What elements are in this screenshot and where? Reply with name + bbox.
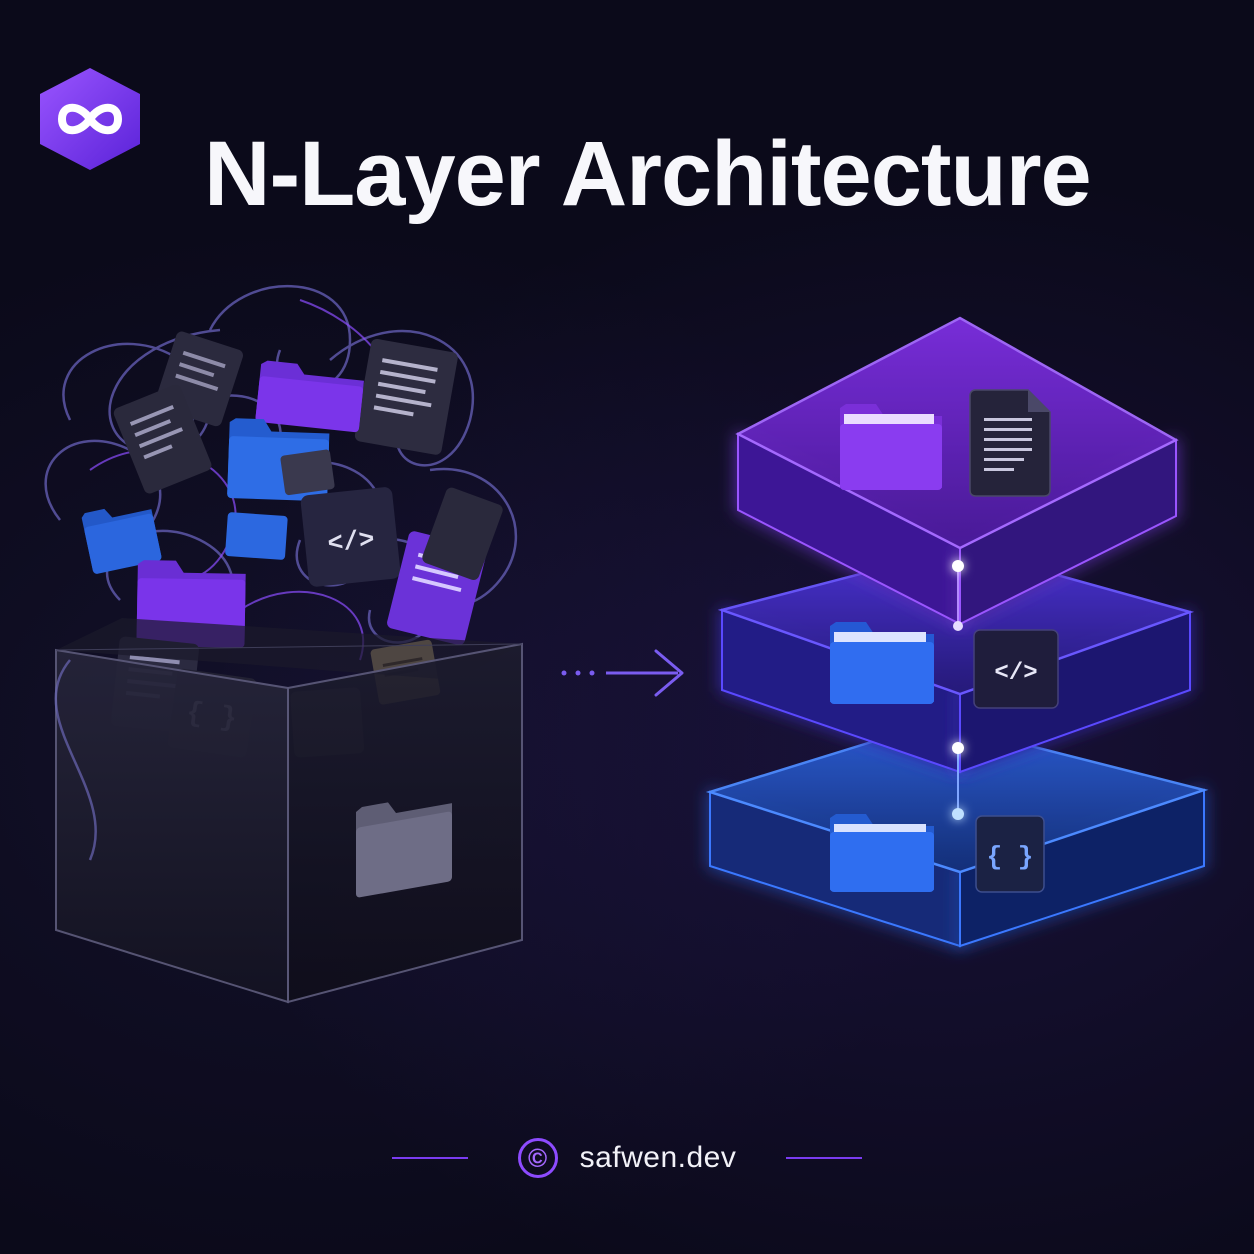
infinity-icon [57, 103, 123, 135]
box-folder-icon [356, 802, 452, 898]
layer-presentation [735, 316, 1179, 626]
footer-divider-left [391, 1157, 468, 1159]
logo [40, 68, 140, 170]
layer-data: { } [705, 720, 1209, 948]
braces-glyph-layer: { } [987, 842, 1034, 872]
code-tag-glyph-layer: </> [994, 660, 1037, 687]
layer-connectors [952, 560, 964, 820]
transform-arrow [561, 649, 684, 697]
footer-divider-right [786, 1157, 863, 1159]
brand-name: safwen.dev [579, 1141, 737, 1174]
copyright-icon: © [517, 1138, 558, 1178]
footer: © safwen.dev [0, 1128, 1254, 1188]
page-title: N-Layer Architecture [204, 123, 1092, 225]
messy-box: </> [44, 285, 523, 1004]
code-tag-glyph-messy: </> [326, 525, 376, 560]
box-front [55, 648, 289, 1004]
